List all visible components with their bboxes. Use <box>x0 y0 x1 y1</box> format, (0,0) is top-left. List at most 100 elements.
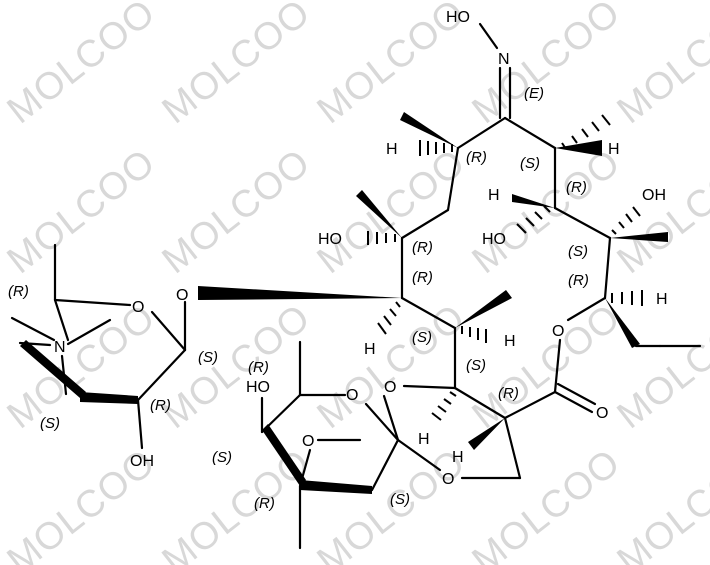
bond <box>446 146 460 212</box>
stereo-label: (R) <box>568 272 589 289</box>
c3-substituents: O H (S) <box>384 357 486 448</box>
bond <box>10 316 56 342</box>
c4-substituents: H (S) <box>412 290 516 350</box>
lactone-carbonyl: O <box>553 382 608 422</box>
bond <box>556 382 597 406</box>
cladinose-ring: O HO O (R) (S) (R) (S) <box>212 340 442 550</box>
bond <box>553 338 562 394</box>
wedge-bond <box>400 112 458 148</box>
bond <box>400 208 450 240</box>
bond <box>66 318 112 346</box>
bond <box>136 398 144 450</box>
atom-ho: HO <box>246 379 270 396</box>
bond <box>298 448 312 488</box>
hash-bond <box>611 290 643 306</box>
stereo-label: (R) <box>412 239 433 256</box>
atom-h: H <box>504 333 516 350</box>
stereo-label: (R) <box>254 495 275 512</box>
wedge-bond <box>455 290 512 328</box>
atom-ho: HO <box>446 9 470 26</box>
stereo-label: (R) <box>8 283 29 300</box>
stereo-label: (S) <box>568 243 588 260</box>
hash-bond <box>461 326 487 343</box>
atom-o: O <box>346 387 358 404</box>
bold-bond <box>80 392 138 404</box>
watermark: MOLCOO <box>155 296 319 437</box>
bond <box>53 298 70 342</box>
bond <box>18 341 52 347</box>
bond <box>136 348 187 402</box>
stereo-label: (R) <box>498 385 519 402</box>
atom-h: H <box>488 187 500 204</box>
watermark: MOLCOO <box>610 296 710 437</box>
c8-substituents: H (R) <box>386 112 487 166</box>
hash-bond <box>431 391 457 421</box>
watermark: MOLCOO <box>0 0 163 132</box>
bond <box>503 416 522 480</box>
atom-ho: HO <box>318 231 342 248</box>
bond <box>402 384 457 390</box>
atom-o: O <box>552 323 564 340</box>
bond <box>60 354 68 396</box>
watermark: MOLCOO <box>465 141 629 282</box>
bond <box>453 386 507 420</box>
c10-substituents: H (S) <box>520 114 620 172</box>
stereo-label: (E) <box>524 85 544 102</box>
atom-o: O <box>302 433 314 450</box>
macrolactone-ring <box>400 116 612 420</box>
atom-o: O <box>384 379 396 396</box>
hash-bond <box>516 205 551 234</box>
bond <box>53 298 132 307</box>
wedge-bond <box>198 286 402 300</box>
bond <box>396 438 442 472</box>
watermark: MOLCOO <box>0 141 163 282</box>
bond <box>478 22 499 50</box>
wedge-bond <box>610 232 668 242</box>
atom-n: N <box>498 51 510 68</box>
bold-bond <box>300 480 372 494</box>
wedge-bond <box>468 418 505 450</box>
c11-substituents: H HO (R) <box>482 179 587 248</box>
watermark: MOLCOO <box>610 141 710 282</box>
atom-h: H <box>418 431 430 448</box>
stereo-label: (S) <box>412 329 432 346</box>
atom-o: O <box>442 471 454 488</box>
stereo-label: (R) <box>150 397 171 414</box>
wedge-bond <box>605 298 640 348</box>
c13-substituents: H (R) O <box>552 272 702 348</box>
atom-o: O <box>132 299 144 316</box>
watermark: MOLCOO <box>155 141 319 282</box>
bond <box>370 438 400 492</box>
watermark: MOLCOO <box>465 441 629 565</box>
stereo-label: (R) <box>412 269 433 286</box>
atom-ho: HO <box>482 231 506 248</box>
stereo-label: (S) <box>466 357 486 374</box>
bond <box>553 390 594 414</box>
wedge-bond <box>512 194 555 208</box>
c6-substituents: HO (R) (R) <box>318 190 433 286</box>
atom-h: H <box>386 141 398 158</box>
atom-n: N <box>54 339 66 356</box>
atom-o: O <box>176 287 188 304</box>
watermark: MOLCOO <box>610 441 710 565</box>
stereo-label: (S) <box>520 155 540 172</box>
bond <box>382 394 400 442</box>
bold-bond <box>262 424 306 486</box>
hash-bond <box>419 140 453 156</box>
desosamine-ring: O O N OH (R) (S) (R) (S) <box>8 243 218 470</box>
stereo-label: (R) <box>248 359 269 376</box>
atom-h: H <box>656 291 668 308</box>
bond <box>553 206 612 240</box>
atom-h: H <box>364 341 376 358</box>
hash-bond <box>611 206 641 235</box>
bond <box>503 390 557 420</box>
stereo-label: (S) <box>40 415 60 432</box>
stereo-label: (S) <box>390 491 410 508</box>
watermark: MOLCOO <box>310 141 474 282</box>
hash-bond <box>377 301 401 335</box>
bond <box>364 402 400 442</box>
atom-h: H <box>452 449 464 466</box>
